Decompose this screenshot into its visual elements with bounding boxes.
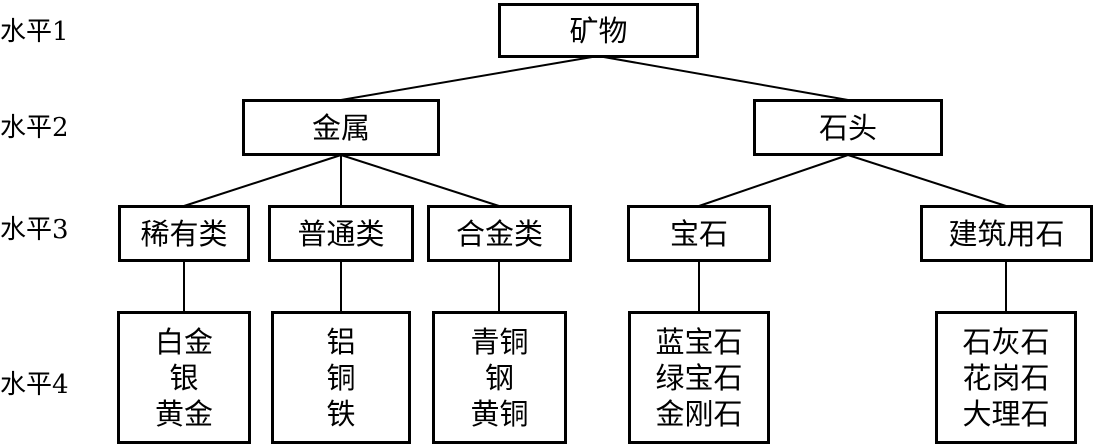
node-stone: 石头 — [753, 99, 943, 156]
item-diamond: 金刚石 — [655, 396, 743, 431]
item-gold: 黄金 — [154, 396, 213, 431]
level-label-3: 水平3 — [0, 215, 69, 245]
item-steel: 钢 — [484, 360, 514, 395]
edge-metal-alloy — [340, 154, 500, 207]
node-rare: 稀有类 — [118, 205, 250, 262]
node-gem-items: 蓝宝石 绿宝石 金刚石 — [628, 311, 770, 444]
item-aluminum: 铝 — [326, 324, 356, 359]
node-common-items: 铝 铜 铁 — [271, 311, 411, 444]
item-copper: 铜 — [326, 360, 356, 395]
item-granite: 花岗石 — [962, 360, 1050, 395]
item-brass: 黄铜 — [470, 396, 529, 431]
item-bronze: 青铜 — [470, 324, 529, 359]
node-alloy: 合金类 — [427, 205, 572, 262]
item-platinum: 白金 — [154, 324, 213, 359]
edge-stone-gem — [698, 154, 849, 207]
node-building-items: 石灰石 花岗石 大理石 — [935, 311, 1077, 444]
edge-stone-building — [847, 154, 1007, 207]
node-common: 普通类 — [268, 205, 414, 262]
item-sapphire: 蓝宝石 — [655, 324, 743, 359]
node-building-stone: 建筑用石 — [920, 205, 1093, 262]
item-iron: 铁 — [326, 396, 356, 431]
edge-root-stone — [597, 55, 849, 101]
node-minerals: 矿物 — [498, 3, 699, 58]
level-label-4: 水平4 — [0, 370, 69, 400]
item-marble: 大理石 — [962, 396, 1050, 431]
item-emerald: 绿宝石 — [655, 360, 743, 395]
node-metal: 金属 — [242, 99, 440, 156]
node-alloy-items: 青铜 钢 黄铜 — [432, 311, 567, 444]
level-label-2: 水平2 — [0, 113, 69, 143]
edge-metal-rare — [183, 154, 342, 207]
item-limestone: 石灰石 — [962, 324, 1050, 359]
item-silver: 银 — [169, 360, 199, 395]
node-rare-items: 白金 银 黄金 — [117, 311, 251, 444]
edge-root-metal — [340, 55, 599, 101]
node-gem: 宝石 — [627, 205, 771, 262]
level-label-1: 水平1 — [0, 17, 69, 47]
